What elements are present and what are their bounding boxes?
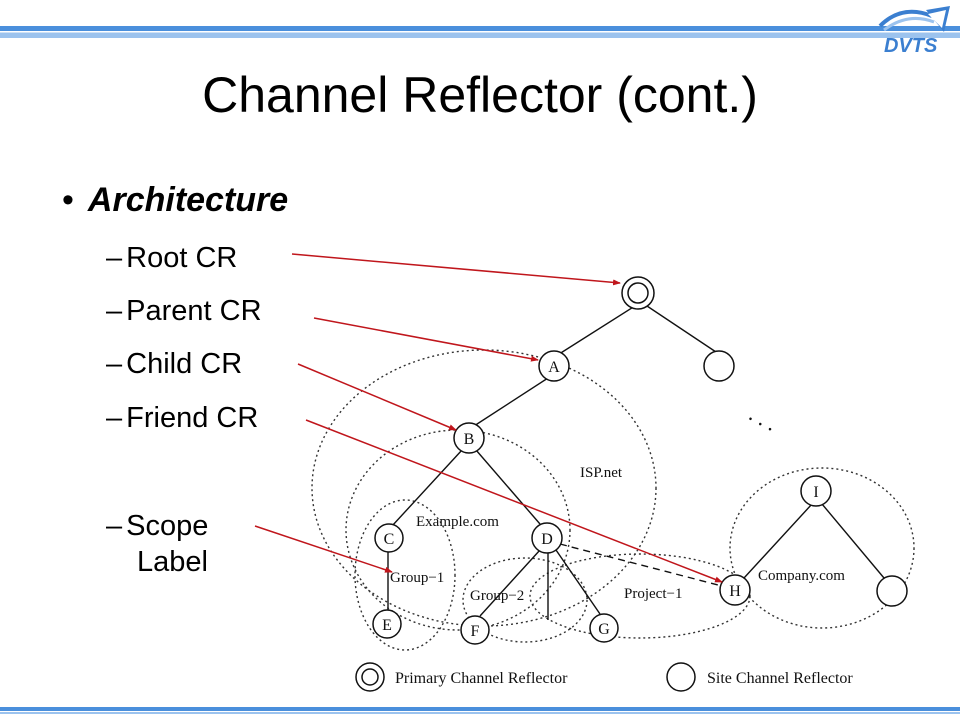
scope-label-group2: Group−2 (470, 588, 524, 604)
arrow-parent-cr (313, 317, 539, 362)
sub-item-scope-label: –Scope Label (106, 510, 209, 578)
node-h (719, 574, 751, 606)
legend-site-label: Site Channel Reflector (707, 670, 853, 687)
scope-group1 (354, 499, 456, 651)
legend-primary-label: Primary Channel Reflector (395, 670, 568, 687)
node-i-right-child (876, 575, 908, 607)
scope-label-example: Example.com (416, 514, 499, 530)
sub-item-label: Parent CR (126, 295, 262, 327)
node-a (538, 350, 570, 382)
bullet-architecture: • Architecture (62, 178, 288, 222)
bottom-band (0, 707, 960, 714)
arrow-friend-cr (305, 419, 723, 583)
node-b-label: B (464, 431, 475, 448)
scope-label-isp: ISP.net (580, 465, 623, 481)
sub-item-friend-cr: –Friend CR (106, 402, 259, 434)
node-i (800, 475, 832, 507)
node-h-label: H (729, 583, 741, 600)
sub-item-child-cr: –Child CR (106, 348, 243, 380)
ellipsis-more-nodes: . . . (745, 401, 781, 436)
arrow-root-cr (291, 253, 621, 286)
node-e (372, 609, 402, 639)
scope-label-group1: Group−1 (390, 570, 444, 586)
scope-project1 (529, 553, 751, 639)
scope-label-company: Company.com (758, 568, 845, 584)
sub-item-label: Child CR (126, 348, 243, 380)
dvts-logo: DVTS (878, 6, 950, 57)
arrow-child-cr (297, 363, 457, 431)
node-d-label: D (541, 531, 553, 548)
sub-item-label-line2: Label (137, 546, 208, 578)
bullet-label: Architecture (87, 181, 289, 219)
node-c (374, 523, 404, 553)
legend: Primary Channel Reflector Site Channel R… (355, 662, 853, 692)
node-f (460, 615, 490, 645)
sub-item-label: Root CR (126, 242, 238, 274)
node-c-label: C (384, 531, 395, 548)
scope-company (729, 467, 915, 629)
node-g-label: G (598, 621, 610, 638)
node-root (621, 276, 655, 310)
node-g (589, 613, 619, 643)
node-b (453, 422, 485, 454)
node-f-label: F (471, 623, 480, 640)
node-d (531, 522, 563, 554)
arrow-scope-label (254, 525, 393, 573)
scope-isp (311, 349, 657, 627)
scope-group2 (462, 557, 588, 643)
sub-item-parent-cr: –Parent CR (106, 295, 262, 327)
logo-text: DVTS (884, 35, 938, 57)
sub-item-root-cr: –Root CR (106, 242, 238, 274)
scope-label-project1: Project−1 (624, 586, 682, 602)
legend-primary-icon (355, 662, 385, 692)
slide-title: Channel Reflector (cont.) (202, 67, 758, 123)
node-root-right-child (703, 350, 735, 382)
bullet-dot: • (62, 181, 74, 219)
node-a-label: A (548, 359, 560, 376)
scope-example (345, 429, 571, 631)
node-e-label: E (382, 617, 392, 634)
sub-item-label: Friend CR (126, 402, 259, 434)
node-root-inner (627, 282, 649, 304)
node-i-label: I (813, 484, 818, 501)
top-band (0, 26, 960, 38)
legend-site-icon (666, 662, 696, 692)
sub-item-label: Scope (126, 510, 209, 542)
